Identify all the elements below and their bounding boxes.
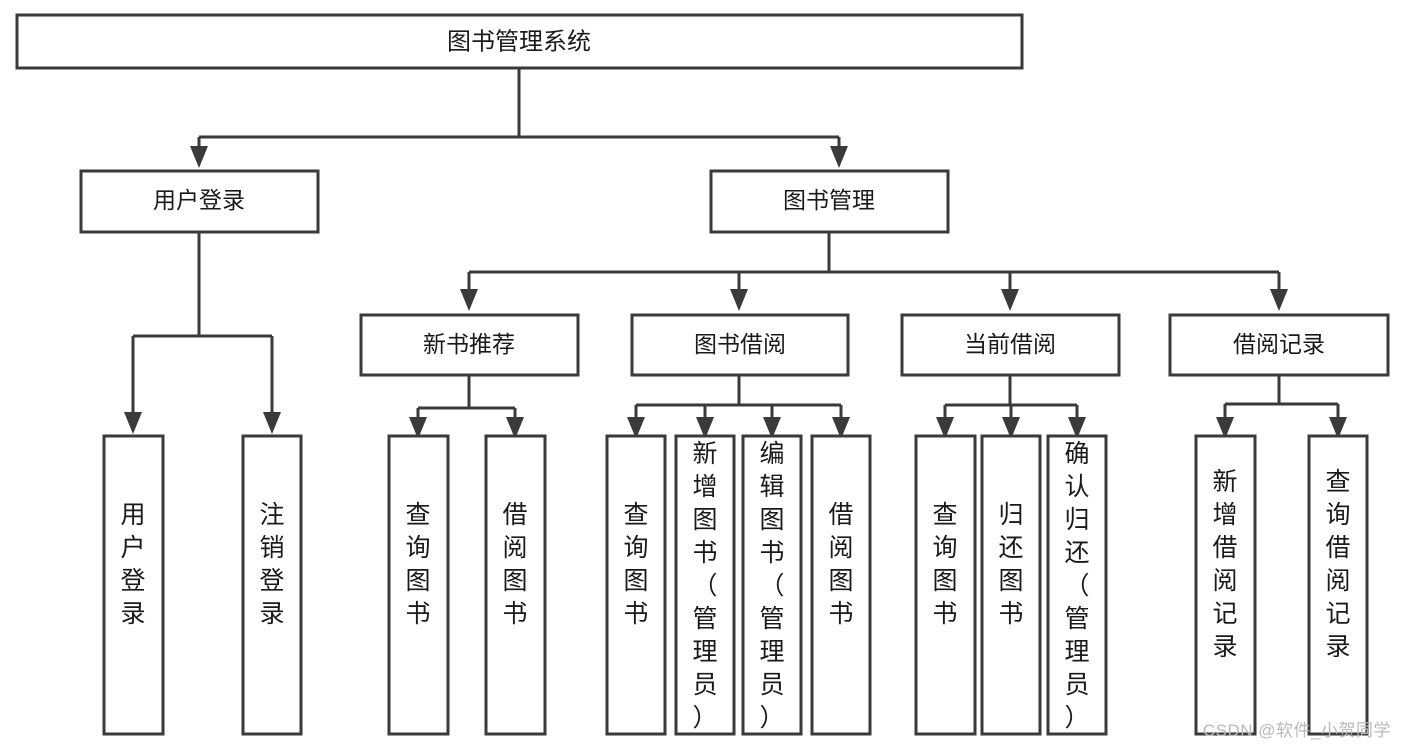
leaf-query-book-recommend-label: 查询图书 xyxy=(405,501,430,628)
node-current-borrow[interactable]: 当前借阅 xyxy=(900,313,1121,377)
arrow-to-book-borrow xyxy=(730,289,748,311)
arrow-to-new-book-recommend xyxy=(460,289,478,311)
arrow-to-user-login xyxy=(190,146,208,168)
connector-new-book-recommend-to-leaves xyxy=(409,375,524,439)
leaf-query-borrow-record[interactable]: 查询借阅记录 xyxy=(1307,434,1369,736)
leaf-borrow-book-recommend[interactable]: 借阅图书 xyxy=(484,434,547,736)
leaf-add-borrow-record[interactable]: 新增借阅记录 xyxy=(1194,434,1257,736)
connector-book-borrow-to-leaves xyxy=(627,375,850,439)
arrow-to-current-borrow xyxy=(1001,289,1019,311)
leaf-add-borrow-record-label: 新增借阅记录 xyxy=(1212,468,1237,661)
leaf-query-book-borrow-label: 查询图书 xyxy=(623,501,648,628)
connector-current-borrow-to-leaves xyxy=(936,375,1086,439)
leaf-logout-login-label: 注销登录 xyxy=(259,501,284,628)
node-new-book-recommend[interactable]: 新书推荐 xyxy=(359,313,580,377)
leaf-return-book[interactable]: 归还图书 xyxy=(980,434,1042,736)
leaf-confirm-return-admin[interactable]: 确认归还（管理员） xyxy=(1046,434,1108,736)
leaf-borrow-book-recommend-label: 借阅图书 xyxy=(502,501,527,628)
arrow-to-book-manage xyxy=(830,146,848,168)
leaf-return-book-label: 归还图书 xyxy=(998,501,1023,628)
node-borrow-record-label: 借阅记录 xyxy=(1233,331,1325,357)
node-book-borrow-label: 图书借阅 xyxy=(694,331,786,357)
node-user-login-label: 用户登录 xyxy=(153,187,245,213)
leaf-add-book-admin-label: 新增图书（管理员） xyxy=(692,440,717,732)
leaf-borrow-book-borrow[interactable]: 借阅图书 xyxy=(810,434,872,736)
connector-root-to-level1 xyxy=(190,68,848,168)
arrow-to-borrow-record xyxy=(1270,289,1288,311)
connector-layer xyxy=(124,68,1347,439)
leaf-borrow-book-borrow-label: 借阅图书 xyxy=(828,501,853,628)
leaf-query-borrow-record-label: 查询借阅记录 xyxy=(1325,468,1350,661)
node-book-management-label: 图书管理 xyxy=(783,187,875,213)
connector-book-manage-to-level2 xyxy=(460,232,1288,311)
leaf-add-book-admin[interactable]: 新增图书（管理员） xyxy=(674,434,736,736)
connector-user-login-to-leaves xyxy=(124,232,281,434)
node-book-borrow[interactable]: 图书借阅 xyxy=(630,313,850,377)
leaf-query-book-current[interactable]: 查询图书 xyxy=(914,434,977,736)
leaf-query-book-recommend[interactable]: 查询图书 xyxy=(387,434,450,736)
connector-borrow-record-to-leaves xyxy=(1216,375,1347,439)
node-borrow-record[interactable]: 借阅记录 xyxy=(1168,313,1390,377)
leaf-edit-book-admin[interactable]: 编辑图书（管理员） xyxy=(741,434,803,736)
node-root-label: 图书管理系统 xyxy=(447,28,591,55)
leaf-user-login-label: 用户登录 xyxy=(120,501,145,628)
node-current-borrow-label: 当前借阅 xyxy=(964,331,1056,357)
node-new-book-recommend-label: 新书推荐 xyxy=(423,331,515,357)
node-root-system[interactable]: 图书管理系统 xyxy=(15,13,1024,70)
leaf-edit-book-admin-label: 编辑图书（管理员） xyxy=(759,440,784,732)
leaf-query-book-borrow[interactable]: 查询图书 xyxy=(605,434,667,736)
leaf-user-login[interactable]: 用户登录 xyxy=(102,434,165,736)
node-user-login[interactable]: 用户登录 xyxy=(79,169,320,234)
arrow-to-leaf-user-login xyxy=(124,412,142,434)
leaf-confirm-return-admin-label: 确认归还（管理员） xyxy=(1064,440,1089,732)
node-book-management[interactable]: 图书管理 xyxy=(709,169,950,234)
leaf-logout-login[interactable]: 注销登录 xyxy=(241,434,303,736)
leaf-query-book-current-label: 查询图书 xyxy=(932,501,957,628)
arrow-to-leaf-logout xyxy=(263,412,281,434)
